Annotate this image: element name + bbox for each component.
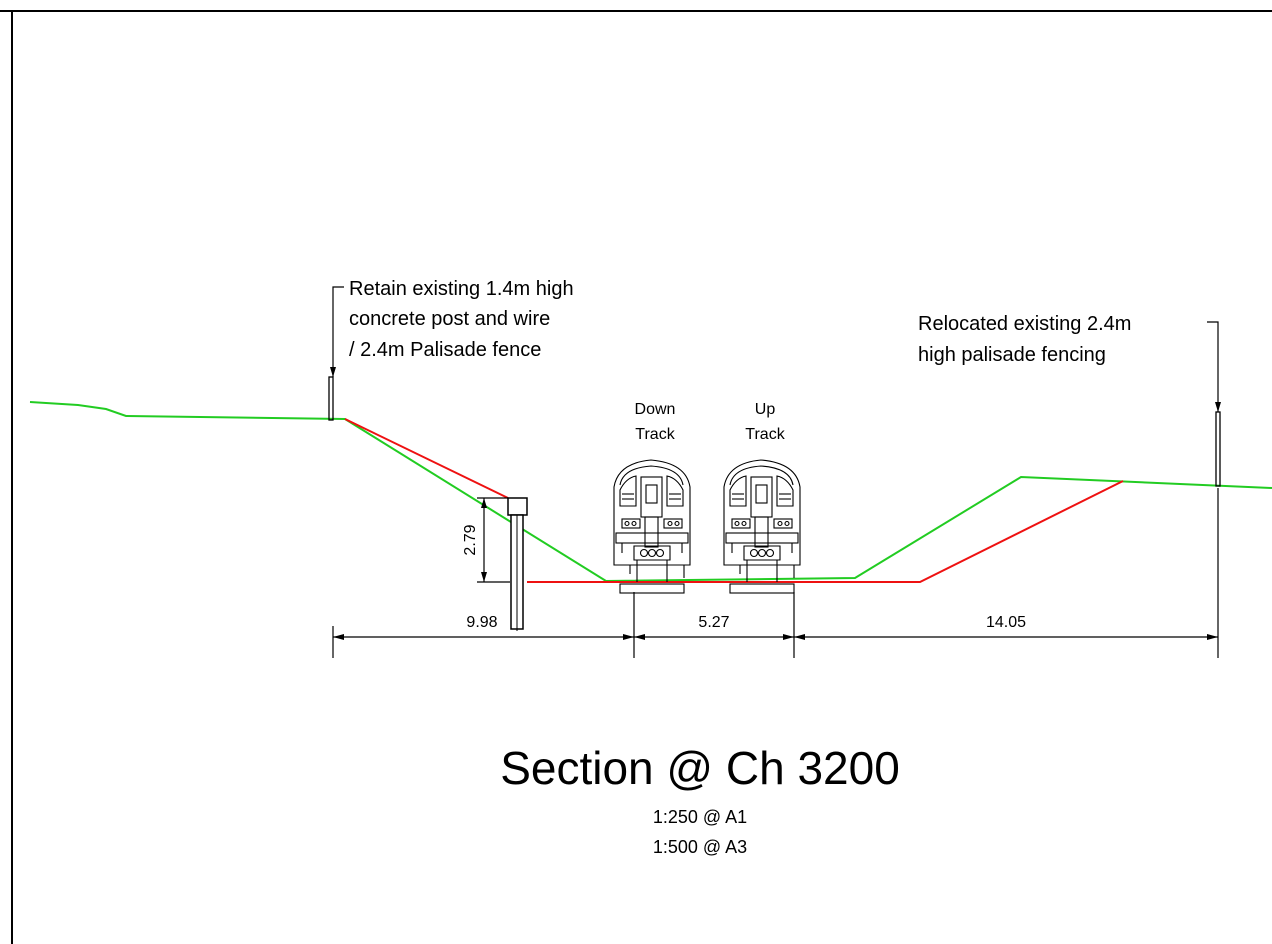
left-annotation-leader <box>332 286 344 377</box>
up-track-label-line-2: Track <box>745 426 785 443</box>
right-leader-arrowhead <box>1215 402 1221 412</box>
left-fence-note-line-3: / 2.4m Palisade fence <box>349 339 541 361</box>
retaining-wall-pile <box>507 497 528 631</box>
dimension-left-offset: 9.98 <box>466 614 497 631</box>
section-title: Section @ Ch 3200 <box>500 742 900 794</box>
down-track-sleeper <box>619 583 685 594</box>
up-track-train <box>723 459 801 582</box>
dimension-track-spacing: 5.27 <box>698 614 729 631</box>
proposed-profile-left-slope <box>344 418 509 499</box>
horizontal-dimension-chain <box>332 488 1219 658</box>
down-track-label-line-1: Down <box>635 401 676 418</box>
right-fence-post <box>1215 411 1221 487</box>
left-leader-arrowhead <box>330 367 336 377</box>
right-fence-note-line-1: Relocated existing 2.4m <box>918 313 1131 335</box>
down-track-train <box>613 459 691 582</box>
left-fence-post <box>328 376 334 421</box>
scale-a1: 1:250 @ A1 <box>653 807 747 827</box>
right-fence-note-line-2: high palisade fencing <box>918 344 1106 366</box>
dimension-wall-height: 2.79 <box>462 524 479 555</box>
dimension-right-offset: 14.05 <box>986 614 1026 631</box>
up-track-label-line-1: Up <box>755 401 776 418</box>
left-fence-note-line-2: concrete post and wire <box>349 308 550 330</box>
down-track-label-line-2: Track <box>635 426 675 443</box>
proposed-profile-formation <box>527 480 1124 583</box>
scale-a3: 1:500 @ A3 <box>653 837 747 857</box>
right-annotation-leader <box>1207 321 1219 412</box>
wall-height-dimension <box>477 497 510 583</box>
left-fence-note-line-1: Retain existing 1.4m high <box>349 278 574 300</box>
up-track-sleeper <box>729 583 795 594</box>
